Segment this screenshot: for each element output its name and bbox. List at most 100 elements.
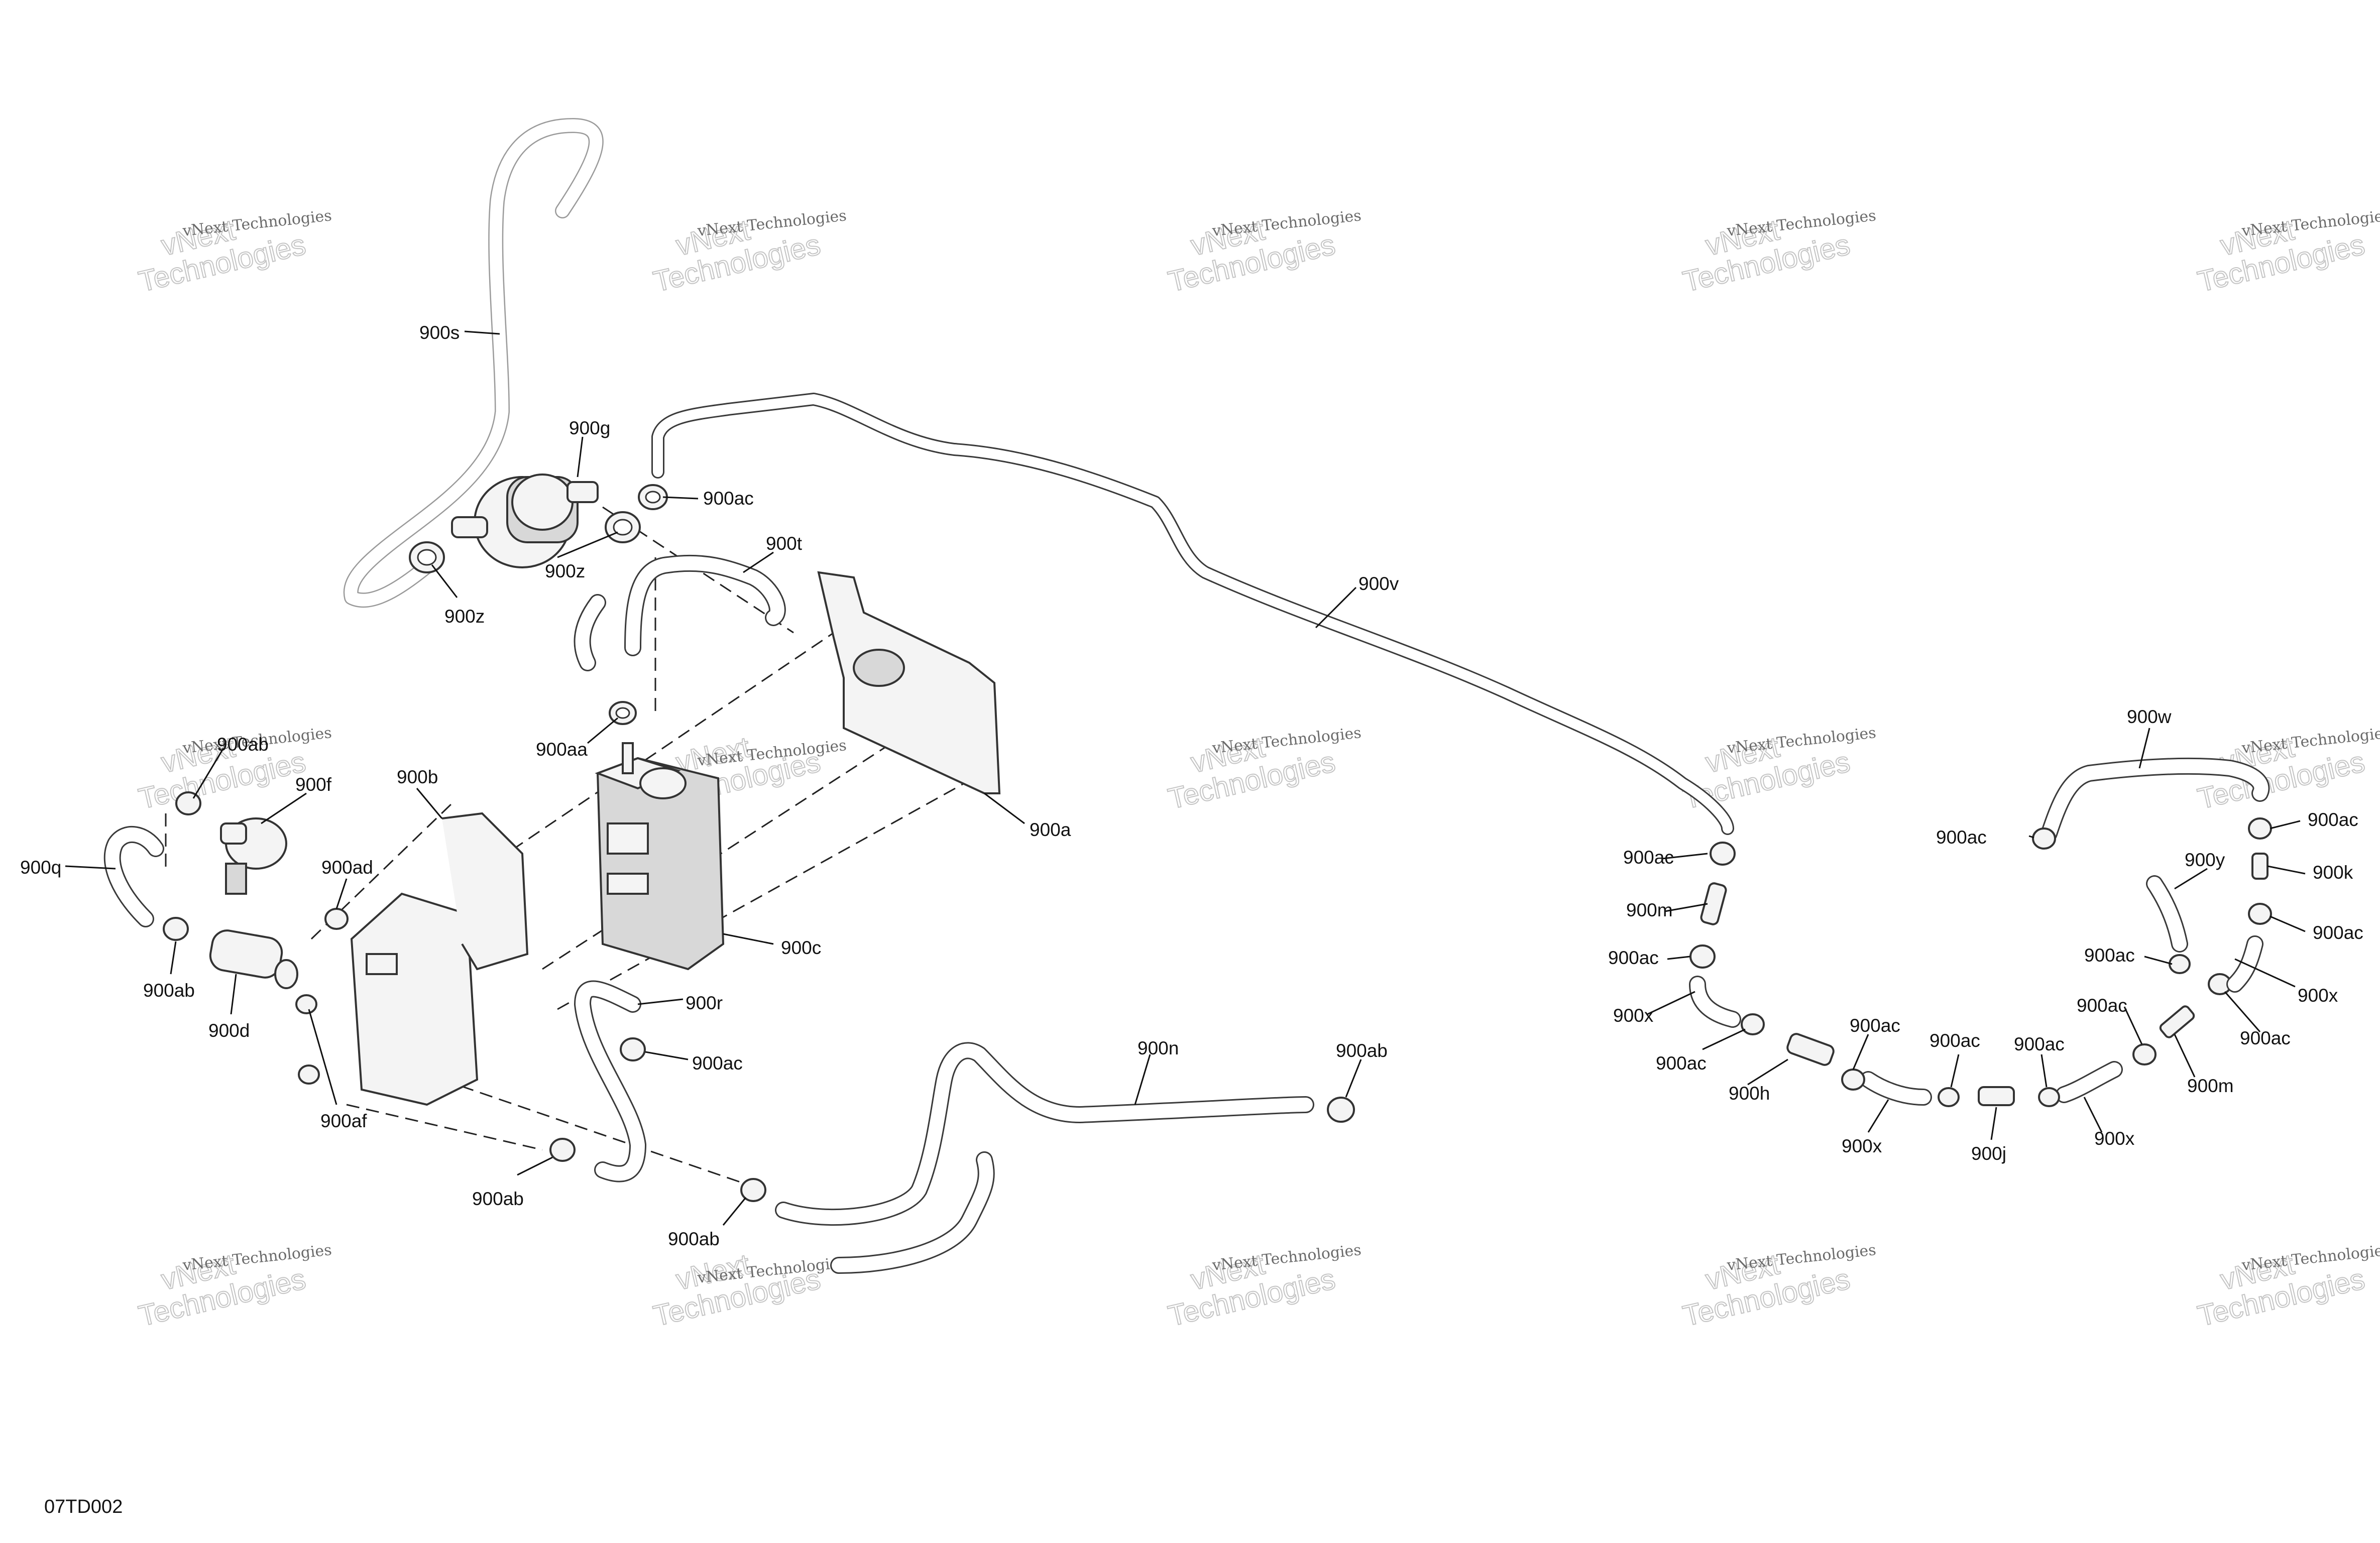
callout-900ab: 900ab bbox=[217, 734, 269, 755]
clamp-900ab-right bbox=[1327, 1097, 1355, 1123]
bracket-900a bbox=[817, 571, 1001, 794]
callout-900n: 900n bbox=[1138, 1038, 1179, 1058]
callout-900z: 900z bbox=[444, 606, 485, 627]
watermark-text: vNext Technologies bbox=[1211, 724, 1362, 757]
hose-900x-b2 bbox=[2056, 1061, 2123, 1103]
callout-900ac: 900ac bbox=[1930, 1030, 1980, 1051]
callout-900y: 900y bbox=[2185, 850, 2225, 870]
guide-line bbox=[557, 782, 965, 1010]
hose-900t bbox=[574, 554, 786, 671]
clamp-900ac-r2 bbox=[2032, 827, 2056, 850]
callout-900g: 900g bbox=[569, 418, 610, 438]
clamp-900ac-r1 bbox=[2248, 817, 2272, 840]
callout-900v: 900v bbox=[1358, 573, 1399, 594]
clamp-900ac-l1 bbox=[1710, 842, 1736, 866]
document-id: 07TD002 bbox=[44, 1496, 123, 1517]
tube-900v bbox=[651, 393, 1734, 835]
canister-900c bbox=[595, 742, 725, 971]
hose-900q bbox=[103, 826, 164, 927]
hose-900y bbox=[2146, 875, 2188, 953]
clamp-900ac-mid bbox=[620, 1037, 646, 1061]
callout-900x: 900x bbox=[2298, 985, 2338, 1006]
callout-900ad: 900ad bbox=[321, 857, 373, 878]
hose-900r bbox=[574, 980, 646, 1182]
watermark-text: vNext Technologies bbox=[181, 207, 332, 240]
guide-line bbox=[346, 1104, 543, 1151]
callout-900ac: 900ac bbox=[2077, 995, 2127, 1016]
clamp-900z-b bbox=[605, 511, 641, 543]
guide-line bbox=[602, 506, 794, 634]
callout-900m: 900m bbox=[1626, 900, 1673, 920]
tee-900m-r bbox=[2159, 1005, 2195, 1038]
callout-900h: 900h bbox=[1729, 1083, 1770, 1104]
watermark-text: vNext Technologies bbox=[1211, 1241, 1362, 1274]
callout-900q: 900q bbox=[20, 857, 61, 878]
watermark-text: vNext Technologies bbox=[1211, 207, 1362, 240]
clamp-900ac-r3 bbox=[2248, 903, 2272, 925]
leader-lines bbox=[65, 330, 2306, 1226]
callout-900ab: 900ab bbox=[472, 1189, 524, 1209]
callout-900w: 900w bbox=[2127, 706, 2172, 727]
callout-900x: 900x bbox=[2094, 1128, 2135, 1149]
callout-900x: 900x bbox=[1842, 1136, 1882, 1156]
callout-900r: 900r bbox=[686, 993, 723, 1013]
clamp-900ac-r4 bbox=[2169, 954, 2191, 974]
callout-900j: 900j bbox=[1971, 1143, 2006, 1164]
callout-900s: 900s bbox=[419, 322, 460, 343]
callout-900ac: 900ac bbox=[2313, 922, 2363, 943]
callout-900b: 900b bbox=[397, 767, 438, 787]
clamp-900ac-top bbox=[638, 484, 668, 510]
callout-900ac: 900ac bbox=[703, 488, 754, 509]
bracket-900b bbox=[350, 812, 529, 1106]
hose-900s bbox=[343, 118, 604, 608]
watermark-text: vNext Technologies bbox=[696, 207, 847, 240]
clamp-900ab-bottom1 bbox=[549, 1138, 576, 1162]
clamp-900ac-b2 bbox=[1938, 1087, 1960, 1107]
filter-900d bbox=[209, 929, 298, 989]
callout-900ac: 900ac bbox=[1936, 827, 1987, 848]
connector-900k bbox=[2251, 853, 2269, 880]
clamp-900z-a bbox=[409, 541, 445, 573]
callout-900x: 900x bbox=[1613, 1005, 1654, 1026]
callout-900ac: 900ac bbox=[2308, 809, 2358, 830]
callout-900aa: 900aa bbox=[536, 739, 588, 760]
callout-900ac: 900ac bbox=[1623, 847, 1674, 868]
clamp-900ab-top bbox=[175, 791, 201, 815]
clamp-900ab-bottom2 bbox=[740, 1178, 766, 1202]
hose-900n bbox=[775, 1042, 1314, 1274]
callout-900ac: 900ac bbox=[2240, 1028, 2291, 1048]
callout-900c: 900c bbox=[781, 937, 821, 958]
callout-900f: 900f bbox=[295, 774, 332, 795]
callout-900ac: 900ac bbox=[1656, 1053, 1707, 1074]
hose-900w bbox=[2041, 757, 2270, 842]
clamp-900ac-l2 bbox=[1689, 944, 1716, 969]
clamp-900ac-b1 bbox=[1841, 1069, 1865, 1091]
guide-line bbox=[462, 622, 849, 885]
watermark-text: vNext Technologies bbox=[1726, 207, 1877, 240]
screw-900ad bbox=[324, 908, 349, 930]
hose-900x-l1 bbox=[1689, 976, 1741, 1028]
nut-900af-b bbox=[298, 1064, 320, 1085]
connector-900j bbox=[1978, 1086, 2015, 1106]
callout-900ab: 900ab bbox=[668, 1229, 720, 1249]
callout-900ac: 900ac bbox=[2084, 945, 2135, 966]
watermark-layer: vNext Technologies vNext Technologies vN… bbox=[135, 207, 2380, 1333]
watermark-text: vNext Technologies bbox=[1726, 1241, 1877, 1274]
callout-900ac: 900ac bbox=[1608, 947, 1659, 968]
hose-900x-r1 bbox=[2226, 935, 2263, 993]
hose-900x-b1 bbox=[1860, 1071, 1932, 1106]
valve-900f bbox=[220, 817, 287, 895]
callout-900ab: 900ab bbox=[143, 980, 195, 1001]
callout-900a: 900a bbox=[1030, 819, 1071, 840]
valve-900h bbox=[1786, 1033, 1835, 1066]
tee-900m-l bbox=[1700, 882, 1727, 925]
callout-900af: 900af bbox=[320, 1111, 367, 1131]
clamp-900ac-l3 bbox=[1741, 1013, 1765, 1035]
callout-900ac: 900ac bbox=[692, 1053, 743, 1074]
purge-valve-900g bbox=[451, 473, 599, 568]
callout-900ab: 900ab bbox=[1336, 1040, 1388, 1061]
clamp-900ab-left bbox=[163, 917, 189, 941]
watermark-text: vNext Technologies bbox=[1726, 724, 1877, 757]
callout-900ac: 900ac bbox=[2014, 1034, 2065, 1054]
